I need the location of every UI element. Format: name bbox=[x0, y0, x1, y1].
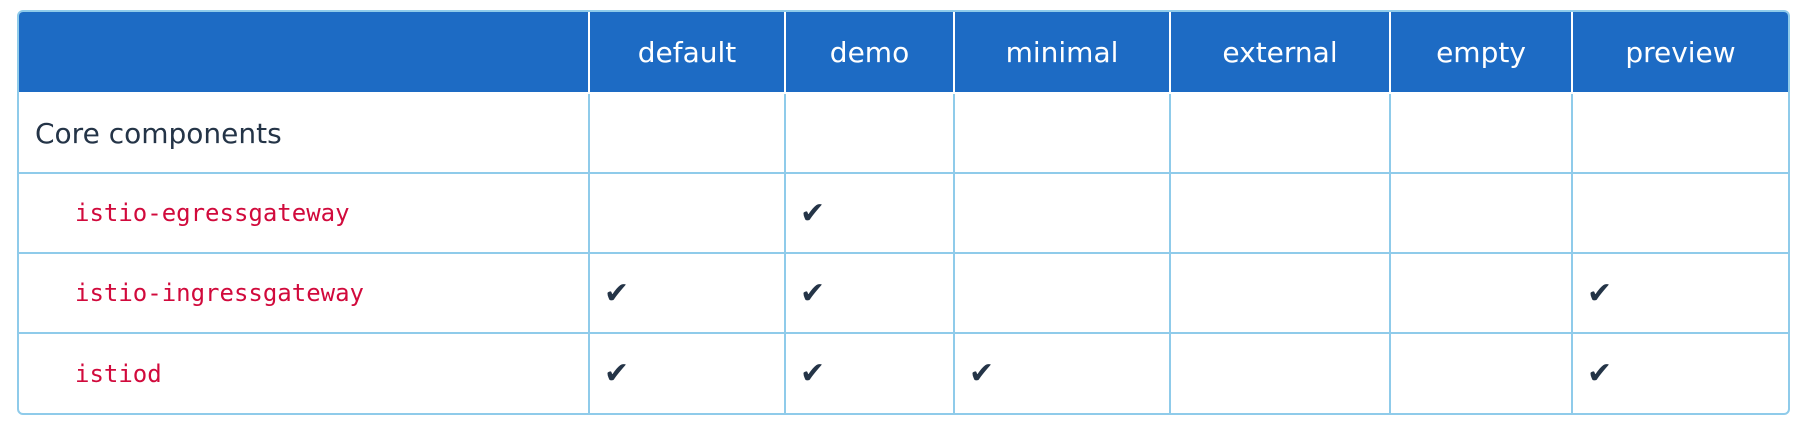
column-header-minimal: minimal bbox=[953, 12, 1171, 94]
check-cell bbox=[1169, 252, 1391, 334]
component-name: istiod bbox=[19, 332, 590, 413]
section-row: Core components bbox=[19, 92, 1788, 174]
column-header-preview: preview bbox=[1571, 12, 1788, 94]
checkmark-icon: ✔ bbox=[784, 172, 955, 254]
header-corner bbox=[19, 12, 590, 94]
empty-cell bbox=[1571, 92, 1788, 174]
empty-cell bbox=[953, 92, 1171, 174]
column-header-default: default bbox=[588, 12, 786, 94]
checkmark-icon: ✔ bbox=[784, 332, 955, 413]
profile-components-table: default demo minimal external empty prev… bbox=[19, 12, 1788, 413]
check-cell bbox=[953, 172, 1171, 254]
empty-cell bbox=[784, 92, 955, 174]
check-cell bbox=[953, 252, 1171, 334]
column-header-empty: empty bbox=[1389, 12, 1573, 94]
table-row: istio-egressgateway ✔ bbox=[19, 172, 1788, 254]
checkmark-icon: ✔ bbox=[1571, 332, 1788, 413]
checkmark-icon: ✔ bbox=[1571, 252, 1788, 334]
table-row: istio-ingressgateway ✔ ✔ ✔ bbox=[19, 252, 1788, 334]
check-cell bbox=[1169, 172, 1391, 254]
component-name: istio-ingressgateway bbox=[19, 252, 590, 334]
check-cell bbox=[1389, 172, 1573, 254]
component-name: istio-egressgateway bbox=[19, 172, 590, 254]
checkmark-icon: ✔ bbox=[953, 332, 1171, 413]
check-cell bbox=[588, 172, 786, 254]
table-header-row: default demo minimal external empty prev… bbox=[19, 12, 1788, 94]
check-cell bbox=[1571, 172, 1788, 254]
column-header-demo: demo bbox=[784, 12, 955, 94]
checkmark-icon: ✔ bbox=[588, 252, 786, 334]
empty-cell bbox=[1169, 92, 1391, 174]
check-cell bbox=[1389, 252, 1573, 334]
column-header-external: external bbox=[1169, 12, 1391, 94]
check-cell bbox=[1389, 332, 1573, 413]
section-label: Core components bbox=[19, 92, 590, 174]
checkmark-icon: ✔ bbox=[588, 332, 786, 413]
check-cell bbox=[1169, 332, 1391, 413]
table-row: istiod ✔ ✔ ✔ ✔ bbox=[19, 332, 1788, 413]
empty-cell bbox=[1389, 92, 1573, 174]
checkmark-icon: ✔ bbox=[784, 252, 955, 334]
empty-cell bbox=[588, 92, 786, 174]
profile-table-container: default demo minimal external empty prev… bbox=[17, 10, 1790, 415]
